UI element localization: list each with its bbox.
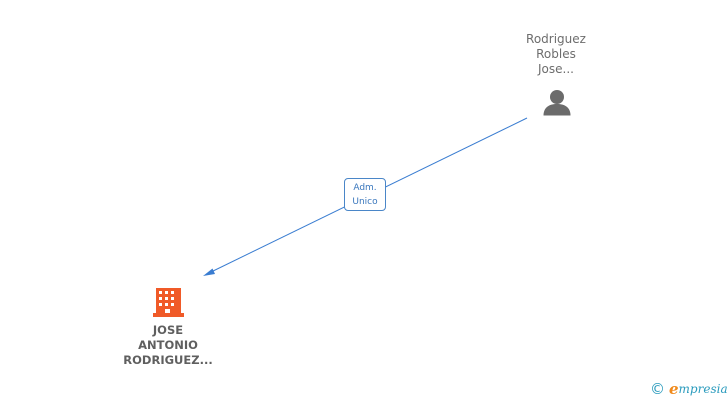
company-name-line: JOSE bbox=[152, 323, 184, 337]
person-name-line: Robles bbox=[536, 47, 576, 61]
brand-initial: e bbox=[669, 380, 679, 398]
person-name-label[interactable]: Rodriguez Robles Jose... bbox=[500, 32, 612, 77]
role-badge[interactable]: Adm. Unico bbox=[344, 178, 386, 211]
copyright-icon: © bbox=[650, 380, 665, 398]
company-name-line: RODRIGUEZ... bbox=[123, 353, 213, 367]
person-icon[interactable] bbox=[543, 90, 571, 116]
person-name-line: Rodriguez bbox=[526, 32, 586, 46]
building-icon[interactable] bbox=[153, 288, 184, 317]
role-line: Adm. bbox=[353, 183, 377, 193]
company-name-label[interactable]: JOSE ANTONIO RODRIGUEZ... bbox=[110, 323, 226, 368]
brand-name: mpresia bbox=[678, 382, 728, 396]
brand-logo: © e mpresia bbox=[650, 379, 728, 399]
company-name-line: ANTONIO bbox=[138, 338, 198, 352]
edge-arrowhead bbox=[203, 268, 215, 276]
person-name-line: Jose... bbox=[538, 62, 574, 76]
role-line: Unico bbox=[352, 197, 378, 207]
